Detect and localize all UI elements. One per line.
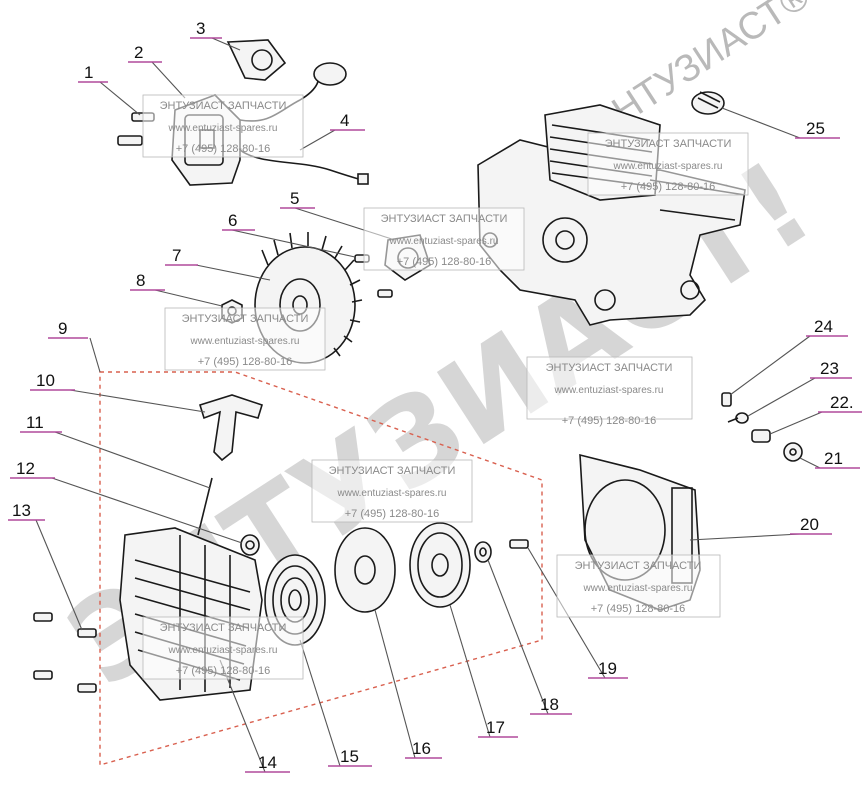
svg-text:www.entuziast-spares.ru: www.entuziast-spares.ru bbox=[613, 161, 723, 172]
callout-7: 7 bbox=[172, 246, 181, 265]
callout-15: 15 bbox=[340, 747, 359, 766]
watermark-box: ЭНТУЗИАСТ ЗАПЧАСТИ www.entuziast-spares.… bbox=[526, 356, 693, 427]
svg-text:ЭНТУЗИАСТ ЗАПЧАСТИ: ЭНТУЗИАСТ ЗАПЧАСТИ bbox=[160, 622, 287, 634]
watermark-box: ЭНТУЗИАСТ ЗАПЧАСТИ www.entuziast-spares.… bbox=[311, 459, 473, 523]
svg-text:ЭНТУЗИАСТ ЗАПЧАСТИ: ЭНТУЗИАСТ ЗАПЧАСТИ bbox=[575, 560, 702, 572]
svg-text:ЭНТУЗИАСТ ЗАПЧАСТИ: ЭНТУЗИАСТ ЗАПЧАСТИ bbox=[381, 213, 508, 225]
svg-text:www.entuziast-spares.ru: www.entuziast-spares.ru bbox=[190, 336, 300, 347]
callout-25: 25 bbox=[806, 119, 825, 138]
part-12-rope-guide bbox=[240, 534, 260, 556]
part-17-pulley bbox=[409, 522, 471, 608]
part-21-plug-cap bbox=[783, 442, 803, 462]
svg-text:www.entuziast-spares.ru: www.entuziast-spares.ru bbox=[554, 385, 664, 396]
svg-text:www.entuziast-spares.ru: www.entuziast-spares.ru bbox=[583, 583, 693, 594]
callout-11: 11 bbox=[26, 413, 44, 432]
callout-18: 18 bbox=[540, 695, 559, 714]
svg-text:+7 (495) 128-80-16: +7 (495) 128-80-16 bbox=[176, 665, 270, 677]
part-24-small-screw bbox=[721, 392, 732, 407]
callout-14: 14 bbox=[258, 753, 277, 772]
svg-text:+7 (495) 128-80-16: +7 (495) 128-80-16 bbox=[621, 181, 715, 193]
watermark-box: ЭНТУЗИАСТ ЗАПЧАСТИ www.entuziast-spares.… bbox=[164, 307, 326, 371]
part-10-starter-handle bbox=[199, 394, 263, 462]
callout-9: 9 bbox=[58, 319, 67, 338]
callout-8: 8 bbox=[136, 271, 145, 290]
svg-text:www.entuziast-spares.ru: www.entuziast-spares.ru bbox=[168, 123, 278, 134]
watermark-box: ЭНТУЗИАСТ ЗАПЧАСТИ www.entuziast-spares.… bbox=[363, 207, 525, 271]
callout-4: 4 bbox=[340, 111, 349, 130]
callout-numbers: 1 2 3 4 5 6 7 8 9 10 11 12 13 14 15 16 1… bbox=[12, 19, 854, 772]
callout-2: 2 bbox=[134, 43, 143, 62]
svg-text:+7 (495) 128-80-16: +7 (495) 128-80-16 bbox=[562, 415, 656, 427]
svg-text:www.entuziast-spares.ru: www.entuziast-spares.ru bbox=[168, 645, 278, 656]
svg-text:+7 (495) 128-80-16: +7 (495) 128-80-16 bbox=[591, 603, 685, 615]
callout-1: 1 bbox=[84, 63, 93, 82]
callout-19: 19 bbox=[598, 659, 617, 678]
leader-lines bbox=[8, 37, 862, 773]
svg-text:+7 (495) 128-80-16: +7 (495) 128-80-16 bbox=[397, 256, 491, 268]
callout-13: 13 bbox=[12, 501, 31, 520]
part-3-bracket bbox=[226, 39, 287, 81]
part-25-spark-plug bbox=[691, 91, 725, 115]
callout-21: 21 bbox=[824, 449, 843, 468]
watermark-box: ЭНТУЗИАСТ ЗАПЧАСТИ www.entuziast-spares.… bbox=[142, 94, 304, 158]
watermark-box: ЭНТУЗИАСТ ЗАПЧАСТИ www.entuziast-spares.… bbox=[556, 554, 721, 618]
svg-text:+7 (495) 128-80-16: +7 (495) 128-80-16 bbox=[345, 508, 439, 520]
callout-3: 3 bbox=[196, 19, 205, 38]
part-23-clip bbox=[727, 412, 749, 424]
svg-text:ЭНТУЗИАСТ ЗАПЧАСТИ: ЭНТУЗИАСТ ЗАПЧАСТИ bbox=[182, 313, 309, 325]
callout-6: 6 bbox=[228, 211, 237, 230]
svg-text:+7 (495) 128-80-16: +7 (495) 128-80-16 bbox=[176, 143, 270, 155]
svg-text:ЭНТУЗИАСТ ЗАПЧАСТИ: ЭНТУЗИАСТ ЗАПЧАСТИ bbox=[546, 362, 673, 374]
callout-16: 16 bbox=[412, 739, 431, 758]
callout-20: 20 bbox=[800, 515, 819, 534]
part-19-screw bbox=[509, 539, 529, 549]
callout-12: 12 bbox=[16, 459, 35, 478]
svg-text:ЭНТУЗИАСТ ЗАПЧАСТИ: ЭНТУЗИАСТ ЗАПЧАСТИ bbox=[329, 465, 456, 477]
callout-24: 24 bbox=[814, 317, 833, 336]
svg-text:www.entuziast-spares.ru: www.entuziast-spares.ru bbox=[337, 488, 447, 499]
part-13-screws bbox=[33, 612, 97, 693]
part-18-washer bbox=[474, 541, 492, 563]
callout-17: 17 bbox=[486, 718, 505, 737]
svg-text:www.entuziast-spares.ru: www.entuziast-spares.ru bbox=[389, 236, 499, 247]
watermark-box: ЭНТУЗИАСТ ЗАПЧАСТИ www.entuziast-spares.… bbox=[587, 132, 749, 196]
part-22-bushing bbox=[751, 429, 771, 443]
svg-text:ЭНТУЗИАСТ ЗАПЧАСТИ: ЭНТУЗИАСТ ЗАПЧАСТИ bbox=[605, 138, 732, 150]
starter-group-outline bbox=[99, 371, 543, 766]
svg-text:+7 (495) 128-80-16: +7 (495) 128-80-16 bbox=[198, 356, 292, 368]
part-16-spring-cover bbox=[334, 527, 396, 613]
callout-22: 22. bbox=[830, 393, 854, 412]
watermark-box: ЭНТУЗИАСТ ЗАПЧАСТИ www.entuziast-spares.… bbox=[142, 616, 304, 680]
svg-text:ЭНТУЗИАСТ ЗАПЧАСТИ: ЭНТУЗИАСТ ЗАПЧАСТИ bbox=[160, 100, 287, 112]
callout-23: 23 bbox=[820, 359, 839, 378]
callout-10: 10 bbox=[36, 371, 55, 390]
callout-5: 5 bbox=[290, 189, 299, 208]
